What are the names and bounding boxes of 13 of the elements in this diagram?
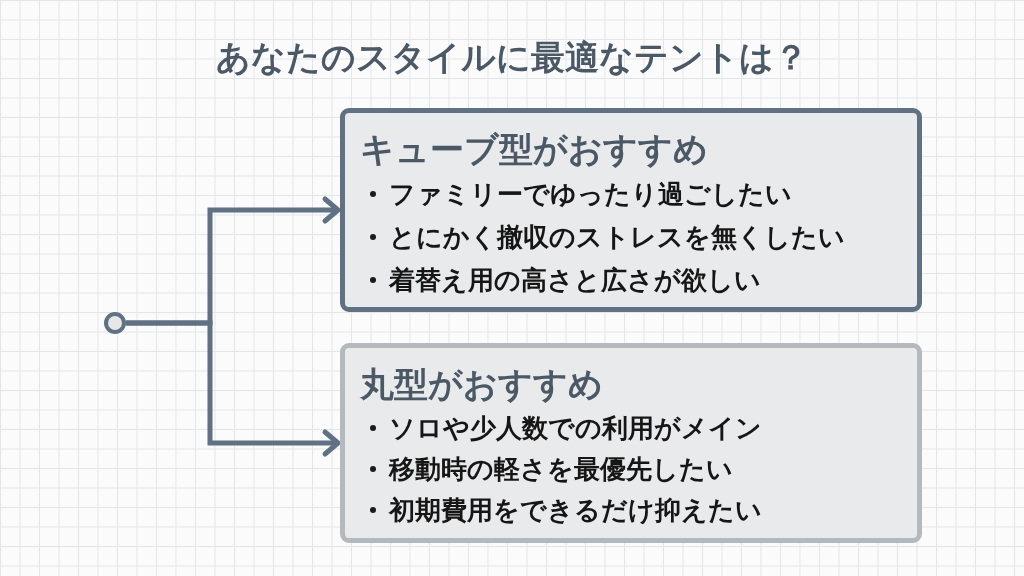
card-heading: 丸型がおすすめ (360, 363, 603, 405)
card-heading: キューブ型がおすすめ (360, 128, 708, 170)
list-item-text: 移動時の軽さを最優先したい (389, 452, 733, 486)
arrow (126, 320, 341, 457)
list-item-text: 着替え用の高さと広さが欲しい (389, 263, 761, 297)
info-card (340, 343, 922, 543)
list-item-text: ソロや少人数での利用がメイン (389, 411, 762, 445)
list-item-text: ファミリーでゆったり過ごしたい (389, 177, 792, 211)
title: あなたのスタイルに最適なテントは？ (216, 36, 808, 79)
start-circle (104, 312, 126, 334)
info-card (340, 108, 922, 312)
list-item-text: とにかく撤収のストレスを無くしたい (389, 220, 845, 254)
list-item-text: 初期費用をできるだけ抑えたい (389, 493, 762, 527)
